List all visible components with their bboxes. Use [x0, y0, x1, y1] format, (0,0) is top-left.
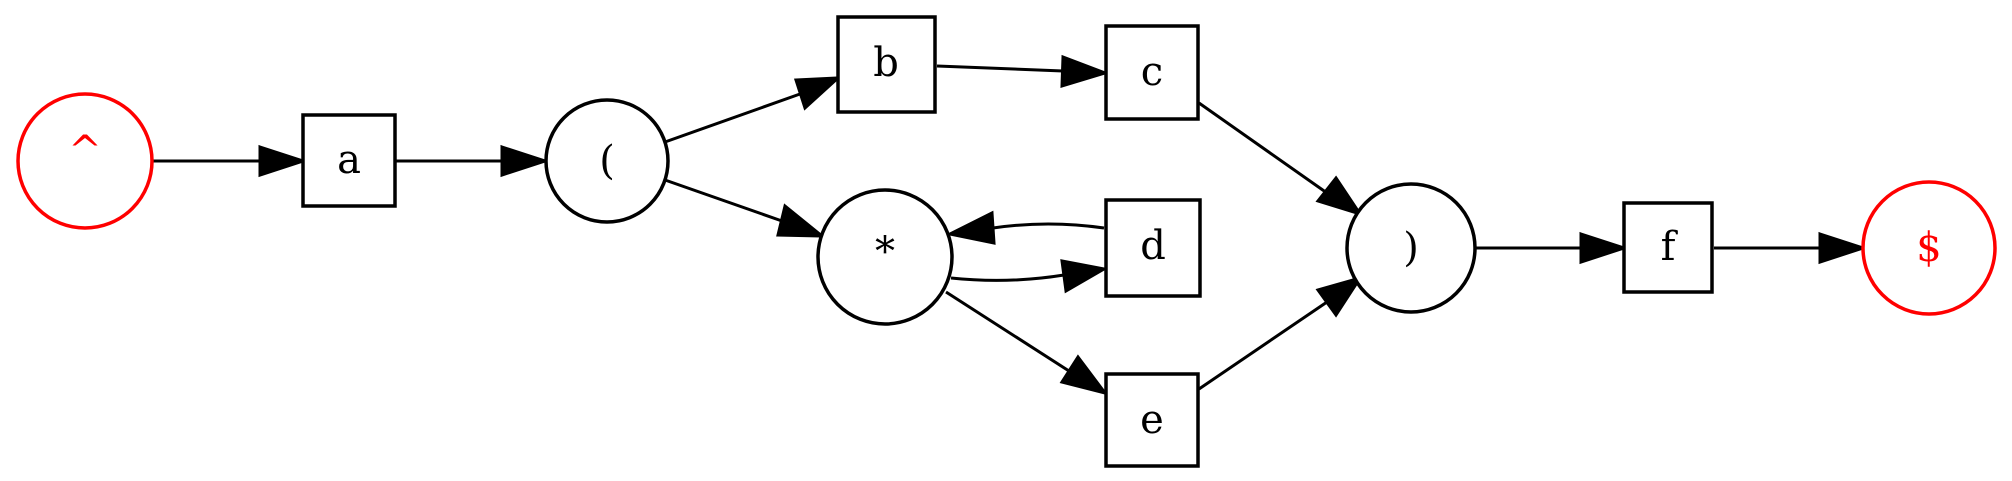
edge-b-to-c-arrowhead: [1060, 54, 1110, 89]
node-start-label: ^: [68, 128, 102, 174]
edge-d-to-star: [992, 222, 1105, 230]
node-end-label: $: [1916, 225, 1941, 271]
node-end-shape: [1861, 180, 1997, 316]
edge-star-to-d: [950, 273, 1065, 282]
node-close-paren: ): [1345, 182, 1477, 314]
edge-c-to-close: [1198, 101, 1328, 195]
edge-e-to-close-arrowhead: [1315, 275, 1364, 318]
node-open-paren: (: [544, 98, 670, 224]
node-a-label: a: [337, 137, 361, 183]
nodes: ^ a ( b c * d: [16, 15, 1997, 468]
node-a: a: [301, 113, 397, 208]
edge-d-to-star-arrowhead: [945, 210, 996, 245]
node-a-shape: [301, 113, 397, 208]
node-start-shape: [16, 92, 154, 230]
node-c-shape: [1104, 24, 1200, 121]
node-open-paren-label: (: [599, 138, 615, 184]
edge-b-to-c: [936, 64, 1064, 73]
edge-a-to-open-arrowhead: [500, 144, 550, 178]
node-e-label: e: [1140, 397, 1164, 443]
node-f: f: [1622, 201, 1714, 294]
node-close-paren-shape: [1345, 182, 1477, 314]
node-close-paren-label: ): [1403, 225, 1419, 271]
node-b-shape: [836, 15, 937, 114]
edge-open-to-b: [664, 92, 801, 144]
edge-open-to-star-arrowhead: [776, 203, 827, 238]
node-d-shape: [1104, 198, 1202, 298]
node-star: *: [816, 188, 954, 326]
edges: [153, 54, 1868, 396]
node-c-label: c: [1141, 49, 1163, 95]
node-star-shape: [816, 188, 954, 326]
edge-open-to-star: [664, 178, 783, 223]
edge-c-to-close-arrowhead: [1315, 175, 1364, 217]
edge-star-to-e-arrowhead: [1059, 354, 1109, 396]
edge-open-to-b-arrowhead: [793, 76, 843, 111]
edge-star-to-e: [945, 290, 1070, 373]
node-f-shape: [1622, 201, 1714, 294]
edge-start-to-a-arrowhead: [258, 144, 308, 178]
node-e-shape: [1104, 372, 1200, 468]
node-d-label: d: [1140, 223, 1166, 269]
edge-star-to-d-arrowhead: [1060, 259, 1109, 294]
node-c: c: [1104, 24, 1200, 121]
node-b-label: b: [873, 40, 899, 86]
node-end: $: [1861, 180, 1997, 316]
node-e: e: [1104, 372, 1200, 468]
node-b: b: [836, 15, 937, 114]
node-f-label: f: [1661, 224, 1679, 270]
node-d: d: [1104, 198, 1202, 298]
node-start: ^: [16, 92, 154, 230]
edge-f-to-end-arrowhead: [1818, 231, 1868, 265]
node-open-paren-shape: [544, 98, 670, 224]
node-star-label: *: [875, 229, 895, 275]
edge-close-to-f-arrowhead: [1579, 231, 1629, 265]
edge-e-to-close: [1198, 300, 1328, 391]
